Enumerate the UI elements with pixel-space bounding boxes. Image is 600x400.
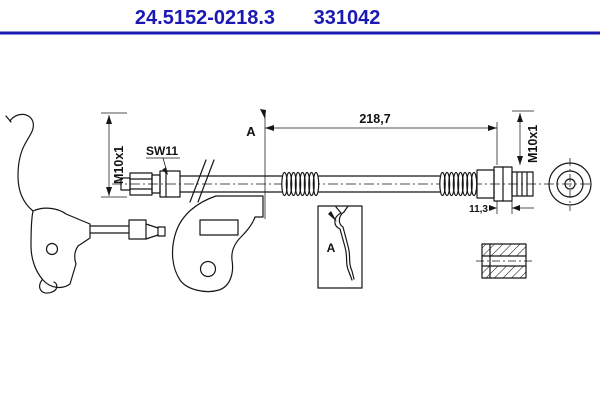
thread-callout-left: M10x1 bbox=[101, 112, 127, 198]
dimension-thread-length: 11,3 bbox=[469, 198, 534, 215]
break-mark bbox=[189, 159, 207, 203]
section-arrow bbox=[260, 109, 266, 119]
section-view bbox=[476, 243, 532, 279]
break-mark bbox=[197, 159, 215, 203]
hose-body bbox=[179, 159, 478, 203]
section-line-a: A bbox=[246, 109, 266, 219]
ref-number: 331042 bbox=[314, 7, 381, 29]
length-dimension-label: 218,7 bbox=[359, 112, 390, 126]
part-number: 24.5152-0218.3 bbox=[135, 7, 275, 29]
wrench-size-label: SW11 bbox=[146, 144, 178, 158]
detail-box-a: A bbox=[317, 205, 363, 289]
central-bracket bbox=[171, 195, 264, 293]
section-marker-label: A bbox=[246, 124, 256, 139]
thread-length-label: 11,3 bbox=[469, 204, 488, 215]
detail-marker-label: A bbox=[327, 241, 336, 255]
hose-ribs-left bbox=[281, 171, 320, 197]
rigid-brake-pipe bbox=[5, 113, 34, 212]
leader-arrow bbox=[162, 167, 168, 175]
hose-right-fitting bbox=[476, 166, 534, 202]
mounting-bracket-left bbox=[30, 207, 166, 294]
retaining-clip bbox=[328, 205, 355, 281]
hose-ribs-right bbox=[439, 171, 478, 197]
thread-left-label: M10x1 bbox=[112, 146, 126, 184]
thread-callout-right: M10x1 bbox=[512, 110, 540, 165]
clip-arrow bbox=[328, 211, 337, 222]
dimension-length: 218,7 bbox=[265, 112, 498, 165]
header: 24.5152-0218.3 331042 bbox=[0, 7, 600, 35]
end-view bbox=[548, 158, 592, 211]
hose-left-fitting bbox=[120, 170, 181, 198]
thread-right-label: M10x1 bbox=[526, 125, 540, 163]
wrench-size-callout: SW11 bbox=[146, 144, 180, 175]
